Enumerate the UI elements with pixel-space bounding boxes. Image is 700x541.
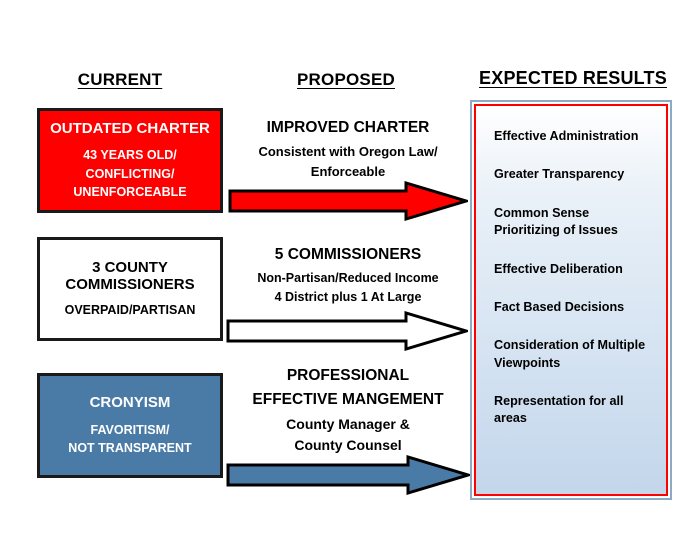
- red-arrow-icon: [228, 181, 468, 221]
- result-item: Effective Administration: [494, 129, 639, 143]
- proposal-details-management: County Manager &County Counsel: [286, 416, 410, 454]
- current-state-details-cronyism: FAVORITISM/NOT TRANSPARENT: [68, 422, 192, 455]
- current-state-box-cronyism: CRONYISM FAVORITISM/NOT TRANSPARENT: [37, 373, 223, 478]
- proposal-title-commissioners: 5 COMMISSIONERS: [274, 246, 422, 263]
- result-item: Fact Based Decisions: [494, 299, 625, 314]
- column-heading-expected-results: EXPECTED RESULTS: [479, 68, 667, 88]
- expected-results-panel: Effective Administration Greater Transpa…: [470, 100, 672, 500]
- blue-arrow-icon: [226, 455, 470, 495]
- result-item: Effective Deliberation: [494, 261, 623, 276]
- result-item: Greater Transparency: [494, 167, 625, 182]
- column-heading-proposed: PROPOSED: [297, 70, 395, 89]
- current-state-title-cronyism: CRONYISM: [89, 394, 171, 412]
- current-state-box-charter: OUTDATED CHARTER 43 YEARS OLD/CONFLICTIN…: [37, 108, 223, 213]
- proposal-block-charter: IMPROVED CHARTER Consistent with Oregon …: [226, 118, 470, 181]
- proposal-details-charter: Consistent with Oregon Law/Enforceable: [258, 144, 438, 179]
- white-arrow-icon: [226, 311, 468, 351]
- current-state-details-charter: 43 YEARS OLD/CONFLICTING/UNENFORCEABLE: [73, 148, 187, 199]
- proposal-block-commissioners: 5 COMMISSIONERS Non-Partisan/Reduced Inc…: [226, 245, 470, 307]
- current-state-details-commissioners: OVERPAID/PARTISAN: [64, 303, 196, 318]
- proposal-title-charter: IMPROVED CHARTER: [266, 119, 430, 136]
- expected-results-inner: Effective Administration Greater Transpa…: [474, 104, 668, 496]
- column-heading-current: CURRENT: [77, 70, 163, 89]
- current-state-title-charter: OUTDATED CHARTER: [50, 120, 210, 138]
